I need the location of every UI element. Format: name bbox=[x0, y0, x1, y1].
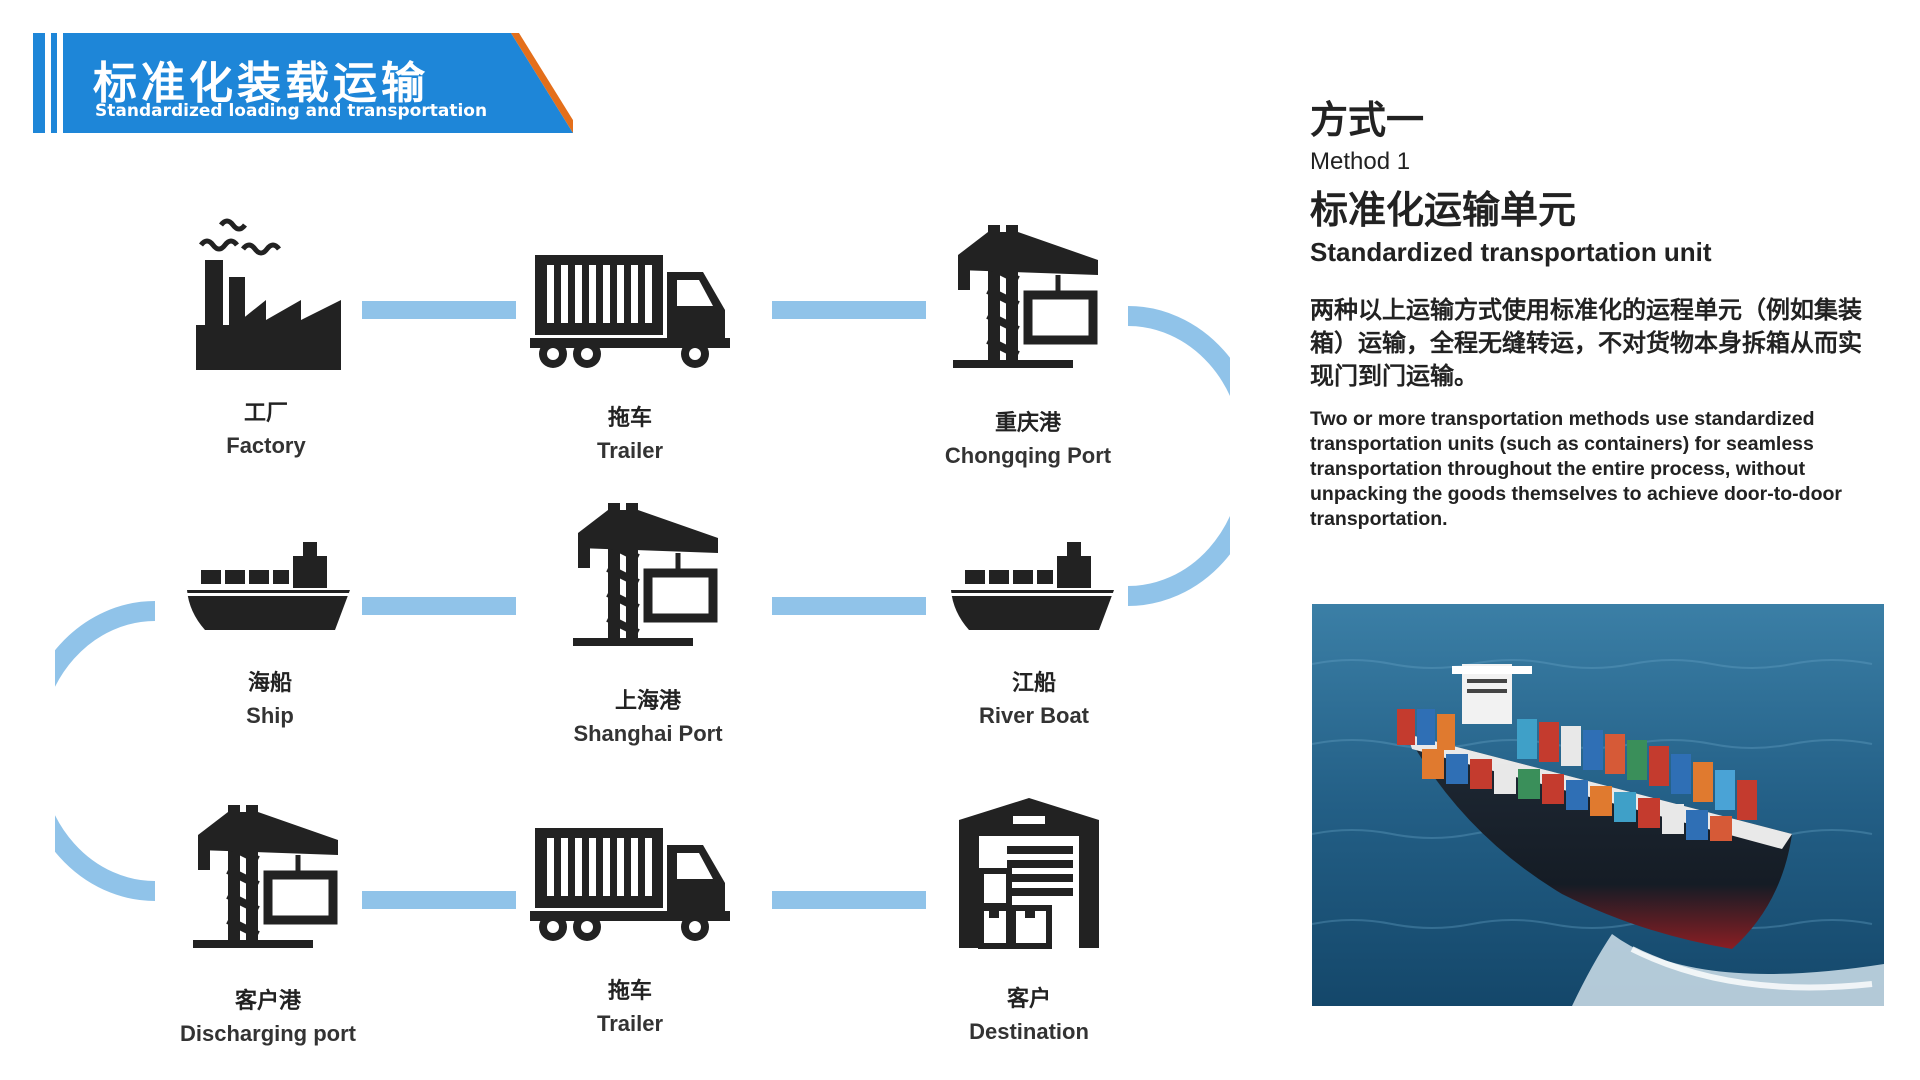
connector-trailer-destination bbox=[772, 891, 926, 909]
node-discharging-port-en: Discharging port bbox=[179, 1021, 356, 1046]
factory-icon bbox=[196, 218, 341, 370]
unit-title-cn: 标准化运输单元 bbox=[1310, 187, 1577, 232]
banner-title: 标准化装载运输 bbox=[93, 58, 429, 109]
node-discharging-port: 客户港 Discharging port bbox=[138, 800, 398, 1047]
connector-trailer-chongqing bbox=[772, 301, 926, 319]
method-panel: 方式一 Method 1 标准化运输单元 Standardized transp… bbox=[1310, 98, 1870, 532]
node-chongqing-port-cn: 重庆港 bbox=[994, 411, 1061, 436]
node-factory-en: Factory bbox=[226, 433, 306, 458]
unit-title-en: Standardized transportation unit bbox=[1310, 237, 1712, 268]
node-shanghai-port-en: Shanghai Port bbox=[573, 721, 723, 746]
description-en: Two or more transportation methods use s… bbox=[1310, 408, 1842, 531]
node-destination-en: Destination bbox=[969, 1019, 1089, 1044]
method-title-cn: 方式一 bbox=[1310, 98, 1425, 142]
connector-discharging-trailer bbox=[362, 891, 516, 909]
container-ship-photo bbox=[1312, 604, 1884, 1006]
node-sea-ship-cn: 海船 bbox=[247, 671, 292, 696]
description-cn: 两种以上运输方式使用标准化的运程单元（例如集装箱）运输，全程无缝转运，不对货物本… bbox=[1310, 296, 1862, 391]
node-shanghai-port-cn: 上海港 bbox=[614, 689, 681, 714]
banner-subtitle: Standardized loading and transportation bbox=[95, 101, 488, 121]
banner-shape bbox=[33, 33, 573, 133]
port-crane-icon bbox=[573, 503, 718, 646]
ship-icon bbox=[187, 542, 350, 630]
arc-chongqing-riverboat bbox=[1127, 306, 1230, 606]
node-factory-cn: 工厂 bbox=[243, 401, 288, 426]
arc-ship-discharging bbox=[55, 601, 156, 901]
node-shanghai-port: 上海港 Shanghai Port bbox=[518, 498, 778, 747]
node-river-boat-en: River Boat bbox=[978, 703, 1090, 728]
node-trailer-1-en: Trailer bbox=[596, 438, 664, 463]
node-trailer-1-cn: 拖车 bbox=[607, 406, 652, 431]
connector-factory-trailer bbox=[362, 301, 516, 319]
node-factory: 工厂 Factory bbox=[136, 205, 396, 459]
method-title-en: Method 1 bbox=[1310, 147, 1411, 175]
header-banner: 标准化装载运输 Standardized loading and transpo… bbox=[33, 33, 573, 133]
node-trailer-2-cn: 拖车 bbox=[607, 979, 652, 1004]
node-discharging-port-cn: 客户港 bbox=[234, 989, 301, 1014]
node-destination: 客户 Destination bbox=[899, 796, 1159, 1045]
node-chongqing-port-en: Chongqing Port bbox=[944, 443, 1112, 468]
truck-icon bbox=[530, 828, 730, 941]
port-crane-icon bbox=[193, 805, 338, 948]
node-destination-cn: 客户 bbox=[1006, 987, 1051, 1012]
node-trailer-2: 拖车 Trailer bbox=[500, 823, 760, 1037]
node-river-boat-cn: 江船 bbox=[1011, 671, 1056, 696]
warehouse-icon bbox=[959, 798, 1099, 949]
node-sea-ship: 海船 Ship bbox=[140, 540, 400, 729]
ship-icon bbox=[951, 542, 1114, 630]
node-sea-ship-en: Ship bbox=[246, 703, 294, 728]
node-chongqing-port: 重庆港 Chongqing Port bbox=[898, 220, 1158, 469]
node-trailer-2-en: Trailer bbox=[596, 1011, 664, 1036]
connector-ship-shanghai bbox=[362, 597, 516, 615]
truck-icon bbox=[530, 255, 730, 368]
connector-shanghai-riverboat bbox=[772, 597, 926, 615]
node-river-boat: 江船 River Boat bbox=[904, 540, 1164, 729]
port-crane-icon bbox=[953, 225, 1098, 368]
node-trailer-1: 拖车 Trailer bbox=[500, 250, 760, 464]
